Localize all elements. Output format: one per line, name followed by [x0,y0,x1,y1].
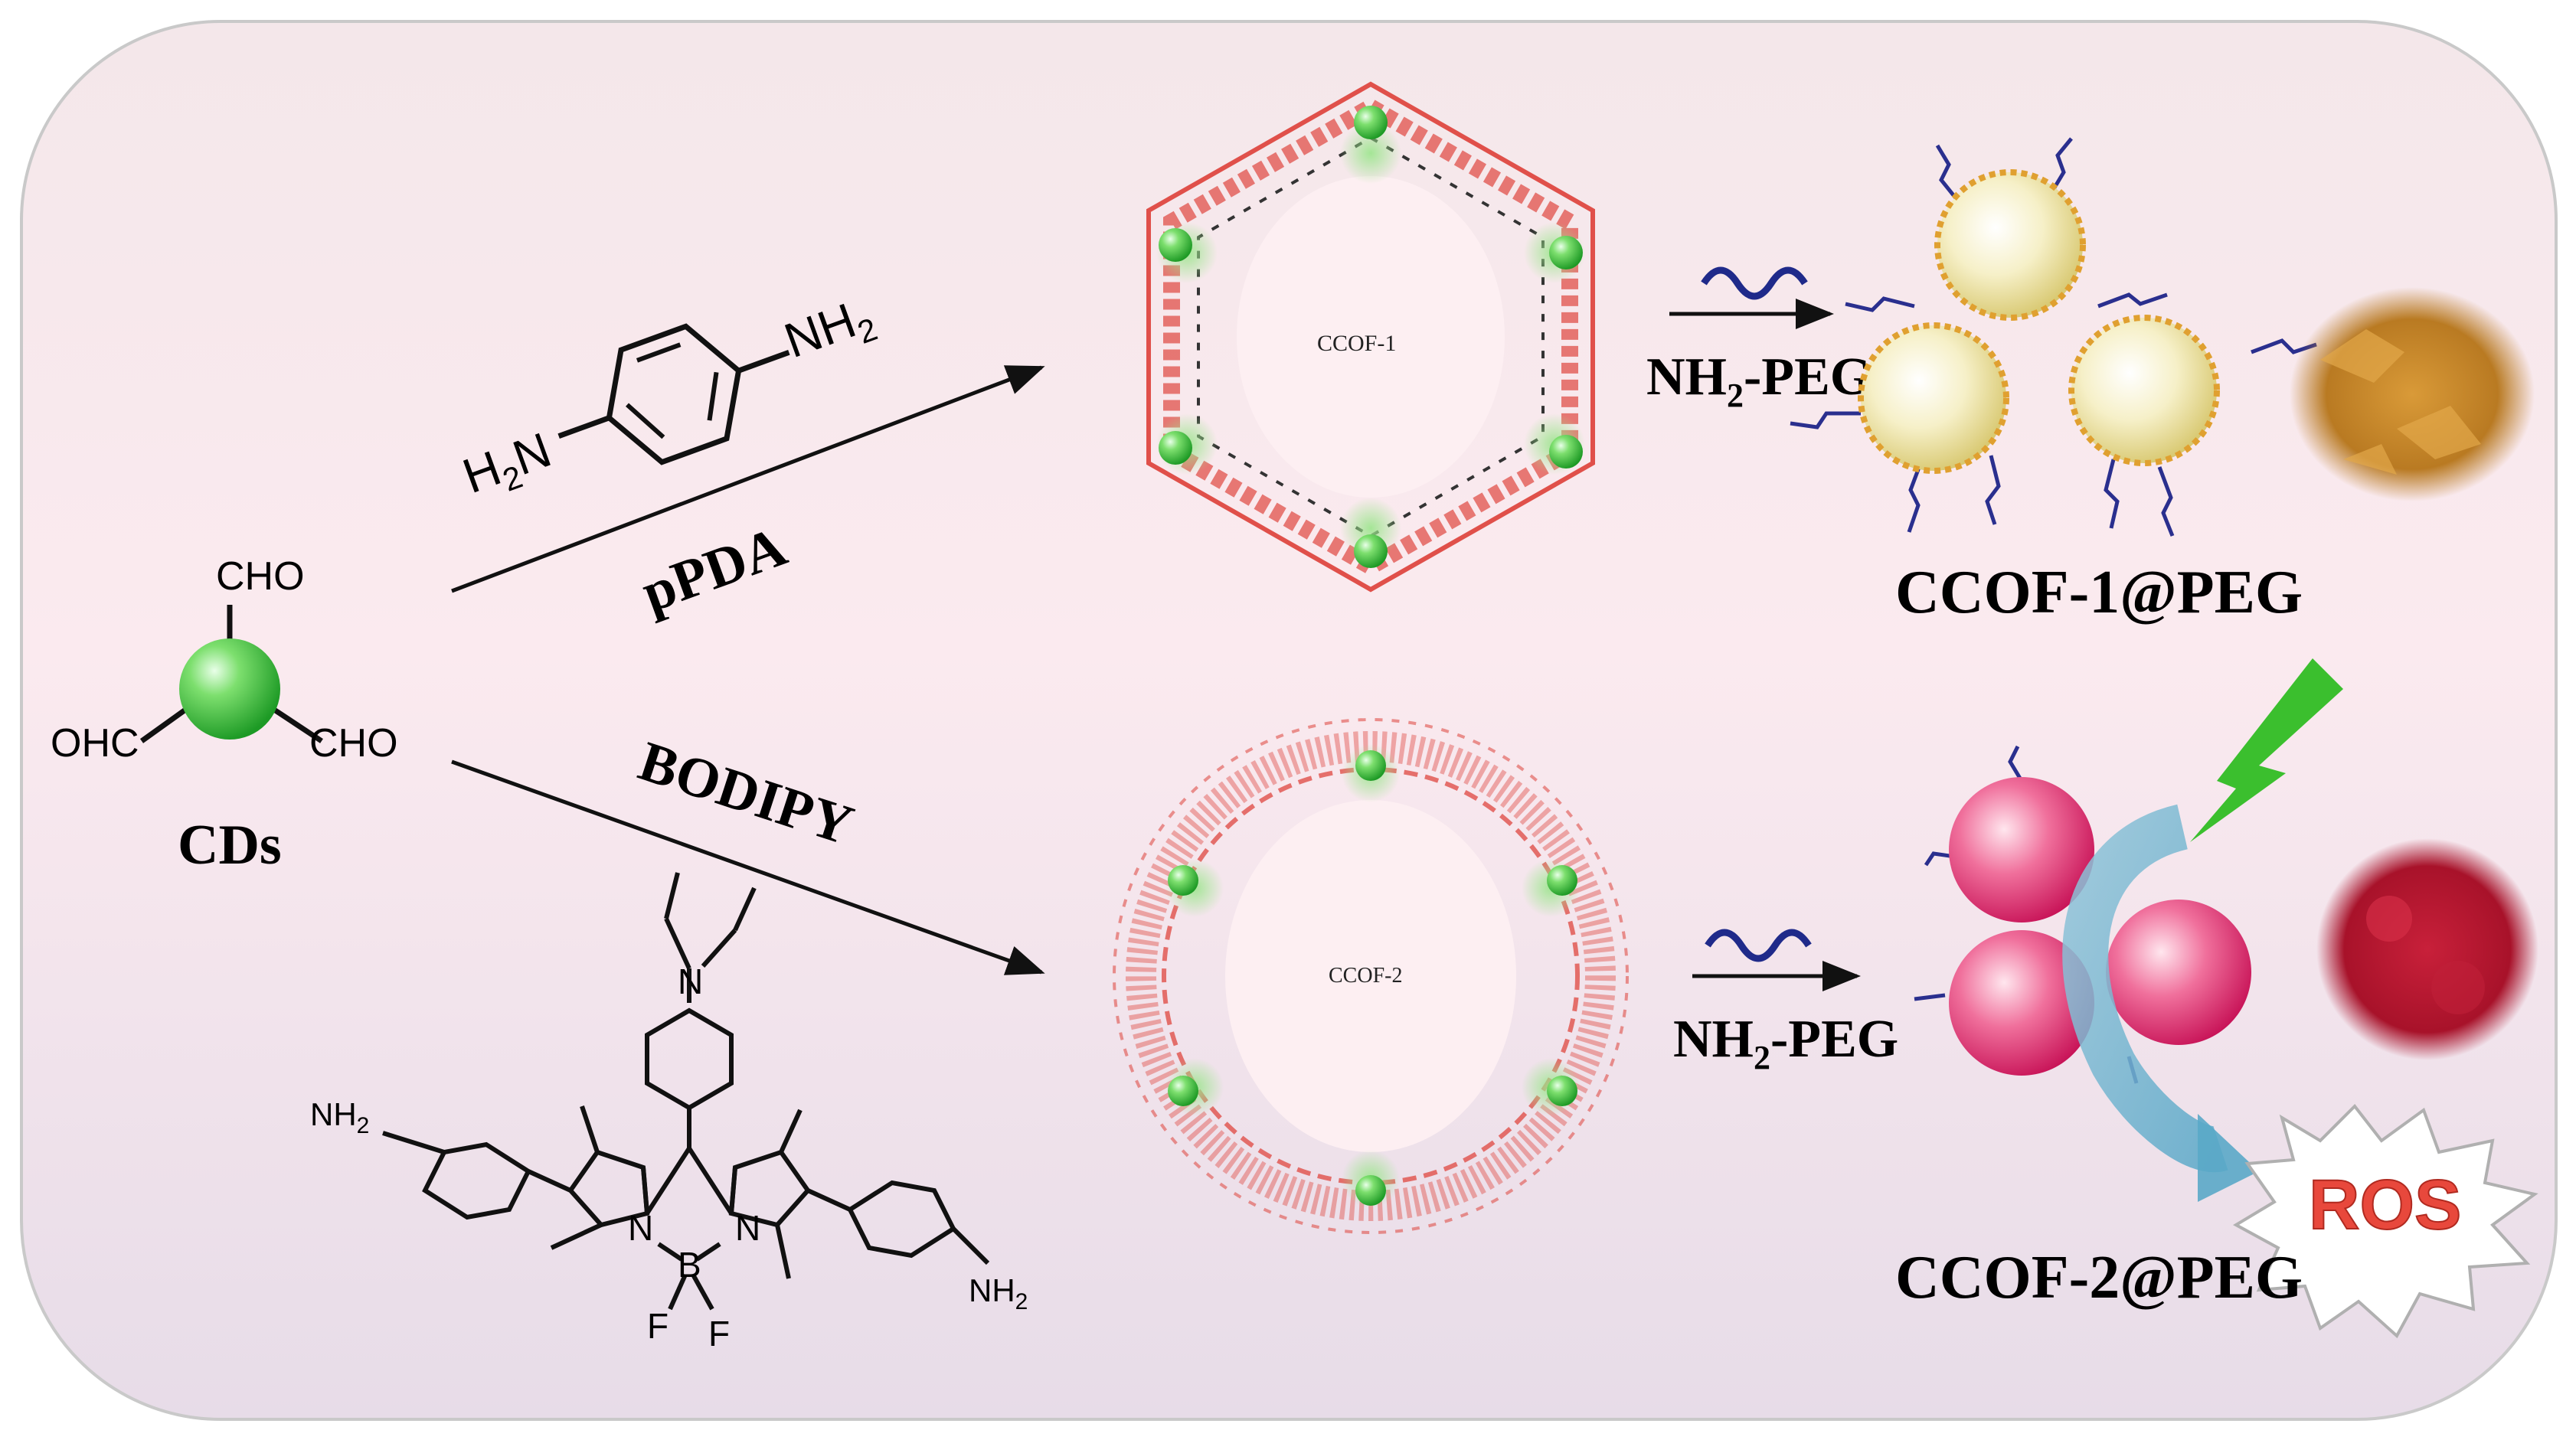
ohc-left-label: OHC [51,721,139,766]
ccof1-peg-particles: CCOF-1@PEG [1790,137,2317,626]
svg-text:F: F [647,1306,669,1346]
ccof2-inner-label: CCOF-2 [1329,964,1402,988]
cho-right-label: CHO [309,721,398,766]
cho-top-label: CHO [216,554,305,599]
bodipy-atom-labels: N N N B F F NH2 NH2 [310,962,1028,1353]
ccof1-framework: CCOF-1 [1146,81,1595,593]
peg-label-bottom: NH2-PEG [1673,1010,1898,1076]
bodipy-molecule [382,872,990,1311]
svg-text:N: N [735,1208,760,1248]
peg-arrow-top: NH2-PEG [1646,266,1872,414]
svg-text:N: N [678,962,703,1001]
ros-burst: ROS [2232,1103,2538,1339]
ccof2-peg-particles [1914,658,2343,1202]
svg-text:NH2: NH2 [310,1096,369,1138]
svg-text:N: N [628,1208,653,1248]
cds-structure: CHO OHC CHO CDs [51,554,398,877]
ccof2-powder-image [2316,838,2538,1060]
ccof1-peg-label: CCOF-1@PEG [1895,559,2303,626]
peg-arrow-bottom: NH2-PEG [1673,929,1898,1076]
svg-text:F: F [708,1314,730,1353]
ros-label: ROS [2309,1166,2461,1244]
ccof1-powder-image [2290,287,2535,501]
svg-text:NH2: NH2 [969,1272,1028,1314]
cds-label: CDs [178,814,282,877]
svg-text:B: B [678,1245,701,1285]
ccof2-peg-label: CCOF-2@PEG [1895,1244,2303,1311]
ccof1-inner-label: CCOF-1 [1317,331,1396,356]
peg-label-top: NH2-PEG [1646,348,1872,414]
ppda-molecule [557,323,790,465]
ccof2-framework: CCOF-2 [1113,718,1629,1234]
carbon-dot-sphere [179,638,280,740]
